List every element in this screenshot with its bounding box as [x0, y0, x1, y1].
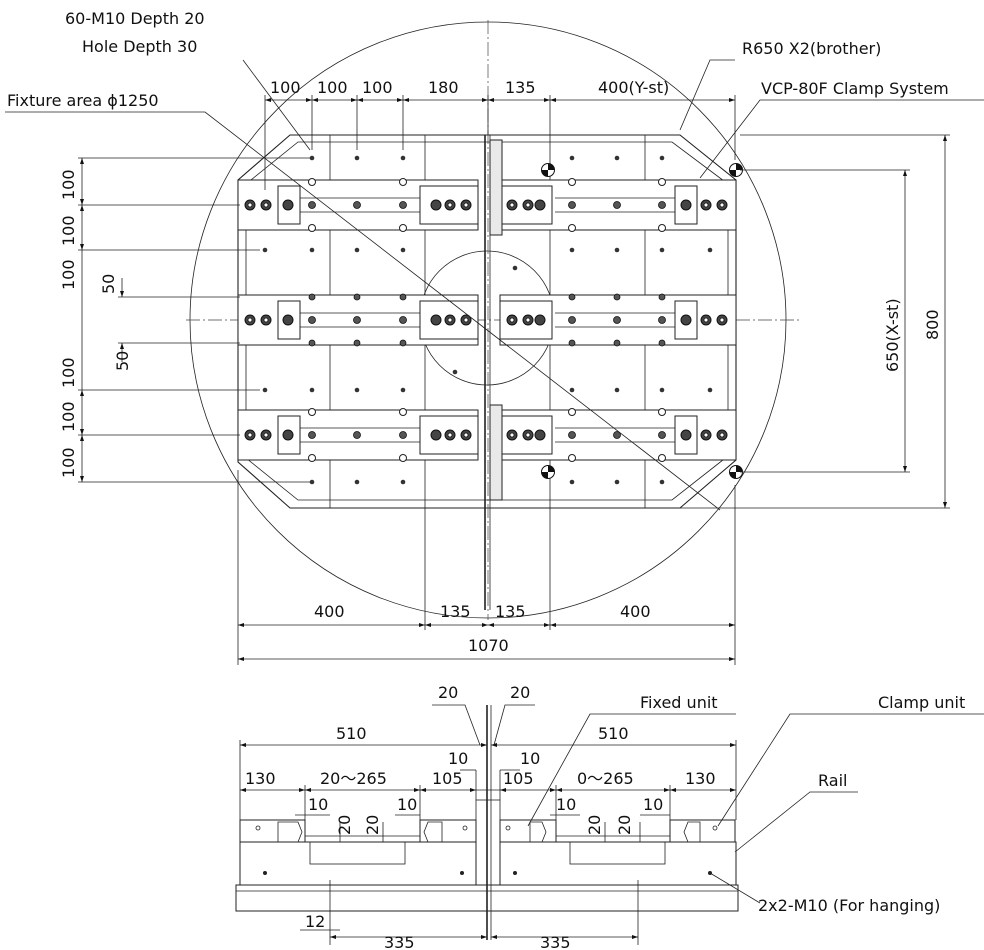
left-dim-100: 100 — [59, 401, 78, 432]
dim-105: 105 — [432, 769, 463, 788]
clamp-rails — [237, 178, 737, 462]
left-dim-100: 100 — [59, 259, 78, 290]
overall-width-1070: 1070 — [468, 636, 509, 655]
clamp-system-label: VCP-80F Clamp System — [761, 79, 949, 98]
dim-10: 10 — [448, 749, 468, 768]
side-rail-left — [239, 841, 477, 886]
dim-20-265: 20～265 — [320, 769, 387, 788]
dim-335: 335 — [384, 933, 415, 950]
right-dimension-lines — [680, 134, 950, 509]
top-dimension-lines — [264, 95, 736, 190]
left-dim-50: 50 — [113, 351, 132, 371]
dim-10: 10 — [397, 795, 417, 814]
side-clamp-unit — [239, 819, 306, 843]
dim-10: 10 — [520, 749, 540, 768]
side-fixed-unit — [419, 819, 477, 843]
top-dim-135: 135 — [505, 78, 536, 97]
gap-dim-20-left: 20 — [438, 683, 458, 702]
dim-335: 335 — [540, 933, 571, 950]
side-dimension-lines — [239, 704, 984, 945]
side-center-gap — [475, 799, 501, 886]
right-dim-800: 800 — [923, 309, 942, 340]
top-dim-400-y-st: 400(Y-st) — [598, 78, 669, 97]
dim-20: 20 — [585, 815, 604, 835]
top-dim-100: 100 — [270, 78, 301, 97]
rail-label: Rail — [818, 771, 847, 790]
dim-20: 20 — [335, 815, 354, 835]
hanging-holes-label: 2x2-M10 (For hanging) — [758, 896, 940, 915]
side-clamp-unit — [669, 819, 736, 843]
dim-10: 10 — [556, 795, 576, 814]
left-dimension-lines — [78, 157, 310, 483]
left-dim-100: 100 — [59, 447, 78, 478]
dim-105: 105 — [503, 769, 534, 788]
fixed-unit-label: Fixed unit — [640, 693, 718, 712]
left-dim-100: 100 — [59, 215, 78, 246]
left-dim-100: 100 — [59, 357, 78, 388]
tap-holes-label-line2: Hole Depth 30 — [82, 37, 197, 56]
side-rail-right — [499, 841, 737, 886]
dim-20: 20 — [615, 815, 634, 835]
clamp-unit-label: Clamp unit — [878, 693, 965, 712]
dim-20: 20 — [363, 815, 382, 835]
side-rail-inner — [569, 841, 666, 865]
tap-holes — [262, 155, 713, 485]
gap-dim-20-right: 20 — [510, 683, 530, 702]
dim-130: 130 — [685, 769, 716, 788]
bottom-dim-400: 400 — [314, 602, 345, 621]
bottom-dim-400: 400 — [620, 602, 651, 621]
top-dim-100: 100 — [362, 78, 393, 97]
dim-10: 10 — [643, 795, 663, 814]
right-dim-650-x-st: 650(X-st) — [883, 298, 902, 372]
half-width-510-right: 510 — [598, 724, 629, 743]
side-view: 20 20 Fixed unit Clamp unit 510 510 10 1… — [235, 683, 984, 950]
left-dim-50: 50 — [99, 274, 118, 294]
bottom-dim-135: 135 — [495, 602, 526, 621]
leader-lines — [5, 59, 984, 511]
dim-12: 12 — [305, 912, 325, 931]
riser-label: R650 X2(brother) — [742, 39, 881, 58]
side-fixed-unit — [499, 819, 557, 843]
half-width-510-left: 510 — [336, 724, 367, 743]
left-dim-100: 100 — [59, 169, 78, 200]
dim-10: 10 — [308, 795, 328, 814]
datum-markers — [541, 163, 743, 479]
top-view: 60-M10 Depth 20 Hole Depth 30 Fixture ar… — [5, 9, 984, 665]
center-plate — [489, 404, 503, 501]
top-dim-100: 100 — [317, 78, 348, 97]
fixture-area-label: Fixture area ϕ1250 — [7, 91, 159, 110]
center-plate — [489, 139, 503, 236]
tap-holes-label-line1: 60-M10 Depth 20 — [65, 9, 205, 28]
dim-0-265: 0～265 — [577, 769, 634, 788]
top-dim-180: 180 — [428, 78, 459, 97]
dim-130: 130 — [245, 769, 276, 788]
bottom-dim-135: 135 — [440, 602, 471, 621]
base-plate-inner — [245, 141, 729, 501]
side-rail-inner — [309, 841, 406, 865]
